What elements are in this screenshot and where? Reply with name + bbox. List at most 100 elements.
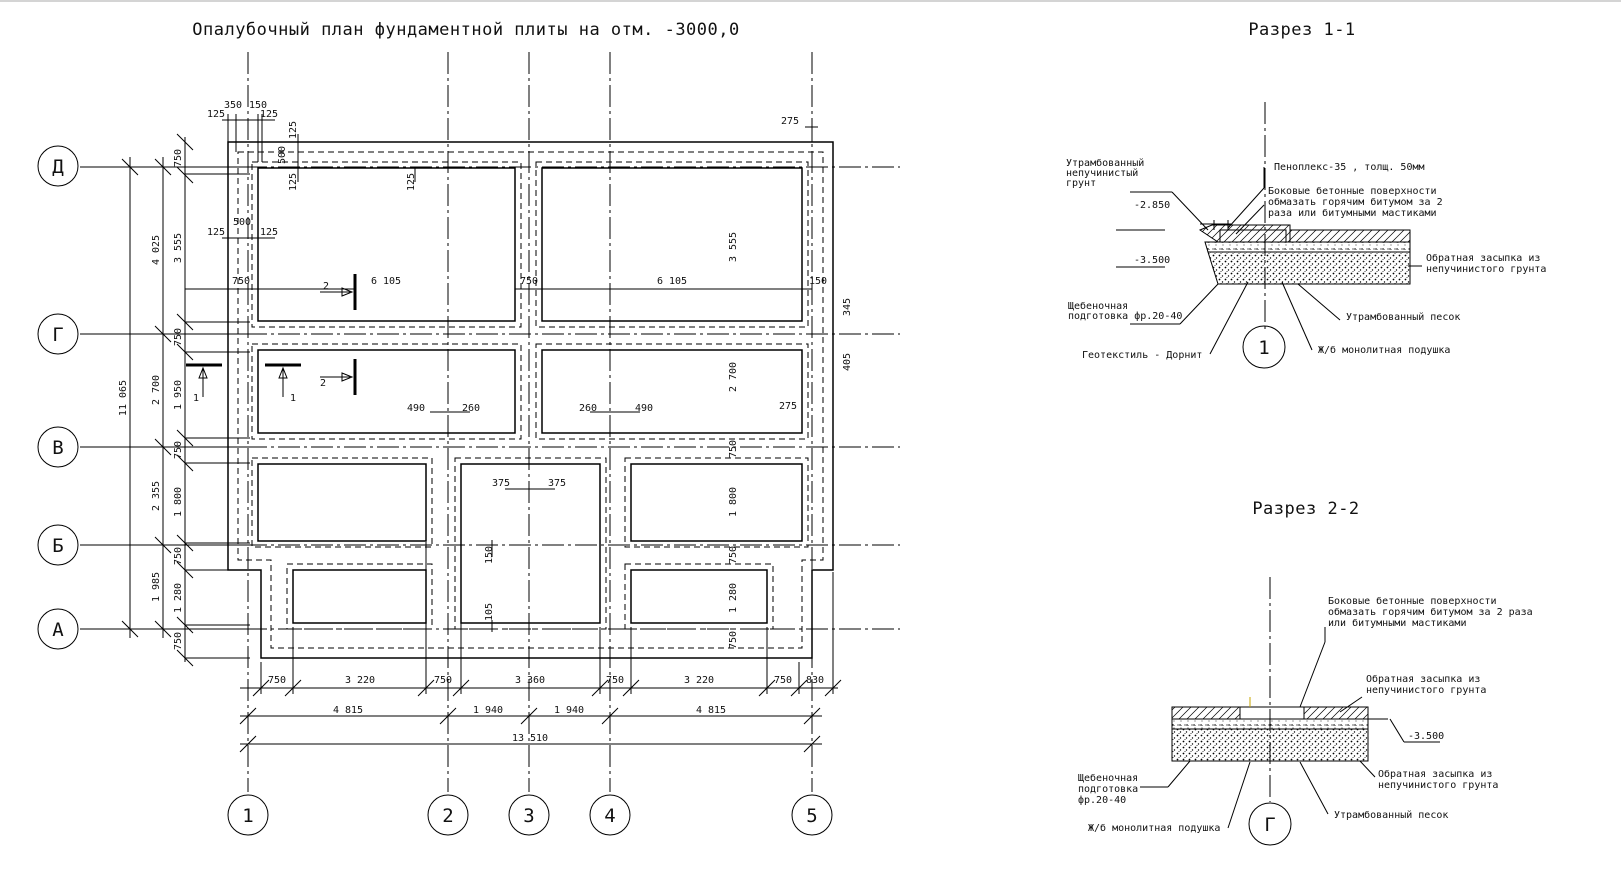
dim-d2: 500 bbox=[233, 217, 251, 228]
axis-label-4: 4 bbox=[604, 805, 615, 827]
dim-bottom2: 1 940 bbox=[473, 705, 503, 716]
axis-bubble-d bbox=[37, 145, 79, 187]
dim-right-col: 1 800 bbox=[728, 487, 739, 517]
dim-mid: 490 bbox=[407, 403, 425, 414]
s1-backfill-label: непучинистого грунта bbox=[1426, 264, 1546, 275]
axis-label-1: 1 bbox=[242, 805, 253, 827]
dim-left-mid: 4 025 bbox=[151, 235, 162, 265]
section2-axis-bubble bbox=[1248, 802, 1292, 846]
axis-label-5: 5 bbox=[806, 805, 817, 827]
s2-bitum-label: обмазать горячим битумом за 2 раза bbox=[1328, 606, 1533, 618]
section2-title: Разрез 2-2 bbox=[1252, 499, 1359, 519]
dim-span: 750 bbox=[520, 276, 538, 287]
dim-span: 750 bbox=[232, 276, 250, 287]
dim-d1: 500 bbox=[277, 146, 288, 164]
s2-gravel-label: Щебеночная bbox=[1078, 772, 1138, 784]
axis-bubble-a bbox=[37, 608, 79, 650]
dim-mid: 260 bbox=[462, 403, 480, 414]
section2-axis-label: Г bbox=[1264, 814, 1275, 836]
s2-backfill2-label: Обратная засыпка из bbox=[1378, 768, 1492, 780]
dim-left-inner: 750 bbox=[173, 441, 184, 459]
marker-label-1: 1 bbox=[290, 393, 296, 404]
dim-top: 150 bbox=[249, 100, 267, 111]
s1-slab-label: Ж/б монолитная подушка bbox=[1318, 344, 1450, 356]
bottom-dimensions bbox=[239, 542, 842, 753]
dim-bottom: 3 360 bbox=[515, 675, 545, 686]
dim-bottom: 750 bbox=[606, 675, 624, 686]
s2-slab-label: Ж/б монолитная подушка bbox=[1088, 822, 1220, 834]
dim-left-inner: 750 bbox=[173, 328, 184, 346]
s1-level-1: -2.850 bbox=[1134, 200, 1170, 211]
left-dimensions bbox=[121, 133, 250, 667]
dim-left-inner: 750 bbox=[173, 632, 184, 650]
dim-span: 6 105 bbox=[657, 276, 687, 287]
s1-geotex-label: Геотекстиль - Дорнит bbox=[1082, 350, 1202, 361]
dim-bottom2: 1 940 bbox=[554, 705, 584, 716]
s2-backfill1-label: Обратная засыпка из bbox=[1366, 673, 1480, 685]
dim-top-right: 275 bbox=[781, 116, 799, 127]
section-markers bbox=[186, 274, 357, 397]
section1-axis-bubble bbox=[1242, 325, 1286, 369]
slab-outline bbox=[227, 141, 834, 659]
dim-right-vert: 405 bbox=[842, 353, 853, 371]
top-dimensions bbox=[185, 114, 818, 632]
dim-bottom: 3 220 bbox=[345, 675, 375, 686]
dim-right-vert: 3 555 bbox=[728, 232, 739, 262]
axis-bubble-g bbox=[37, 313, 79, 355]
s1-bitum-label: обмазать горячим битумом за 2 bbox=[1268, 196, 1443, 208]
plan-axes bbox=[80, 52, 900, 792]
dim-d2: 125 bbox=[260, 227, 278, 238]
dim-top: 125 bbox=[260, 109, 278, 120]
axis-label-d: Д bbox=[52, 156, 64, 178]
dim-right-vert: 2 700 bbox=[728, 362, 739, 392]
dim-mid: 375 bbox=[492, 478, 510, 489]
row-axis-bubbles: Д Г В Б А bbox=[37, 145, 79, 650]
dim-d1: 125 bbox=[288, 121, 299, 139]
axis-bubble-v bbox=[37, 426, 79, 468]
s2-level: -3.500 bbox=[1408, 731, 1444, 742]
slab-voids bbox=[251, 161, 809, 630]
section2-drawing bbox=[1171, 577, 1388, 802]
axis-label-a: А bbox=[52, 619, 64, 641]
section2-leaders bbox=[1140, 627, 1440, 829]
dim-bottom: 750 bbox=[434, 675, 452, 686]
section1-axis-label: 1 bbox=[1258, 337, 1269, 359]
dim-right-col: 750 bbox=[728, 440, 739, 458]
dim-span: 6 105 bbox=[371, 276, 401, 287]
dim-right-vert: 345 bbox=[842, 298, 853, 316]
s1-sand-label: Утрамбованный песок bbox=[1346, 311, 1460, 323]
s1-gravel-label: Щебеночная bbox=[1068, 300, 1128, 312]
dim-mid: 490 bbox=[635, 403, 653, 414]
dim-bottom-total: 13 510 bbox=[512, 733, 548, 744]
dim-right-vert: 275 bbox=[779, 401, 797, 412]
s1-bitum-label: Боковые бетонные поверхности bbox=[1268, 185, 1437, 197]
dim-left-inner: 750 bbox=[173, 149, 184, 167]
section1-drawing bbox=[1198, 102, 1411, 332]
s2-gravel-label: фр.20-40 bbox=[1078, 794, 1126, 806]
axis-label-3: 3 bbox=[523, 805, 534, 827]
marker-label-2: 2 bbox=[323, 281, 329, 292]
dim-left-inner: 750 bbox=[173, 547, 184, 565]
s1-bitum-label: раза или битумными мастиками bbox=[1268, 207, 1437, 219]
s2-backfill2-label: непучинистого грунта bbox=[1378, 780, 1498, 791]
marker-label-1: 1 bbox=[193, 393, 199, 404]
s1-soil-label: непучинистый bbox=[1066, 167, 1138, 179]
axis-label-v: В bbox=[52, 437, 63, 459]
dim-left-inner: 1 950 bbox=[173, 380, 184, 410]
s2-backfill1-label: непучинистого грунта bbox=[1366, 685, 1486, 696]
s2-sand-label: Утрамбованный песок bbox=[1334, 809, 1448, 821]
dim-left-inner: 3 555 bbox=[173, 233, 184, 263]
dim-bottom: 830 bbox=[806, 675, 824, 686]
s1-level-2: -3.500 bbox=[1134, 255, 1170, 266]
dim-left-outer: 11 065 bbox=[118, 380, 129, 416]
dim-bottom: 3 220 bbox=[684, 675, 714, 686]
s2-bitum-label: или битумными мастиками bbox=[1328, 617, 1466, 629]
dim-right-col: 750 bbox=[728, 546, 739, 564]
dim-left-mid: 2 700 bbox=[151, 375, 162, 405]
dim-top: 350 bbox=[224, 100, 242, 111]
dim-mid: 150 bbox=[484, 546, 495, 564]
col-axis-bubbles: 1 2 3 4 5 bbox=[227, 794, 833, 836]
dim-mid: 105 bbox=[484, 603, 495, 621]
